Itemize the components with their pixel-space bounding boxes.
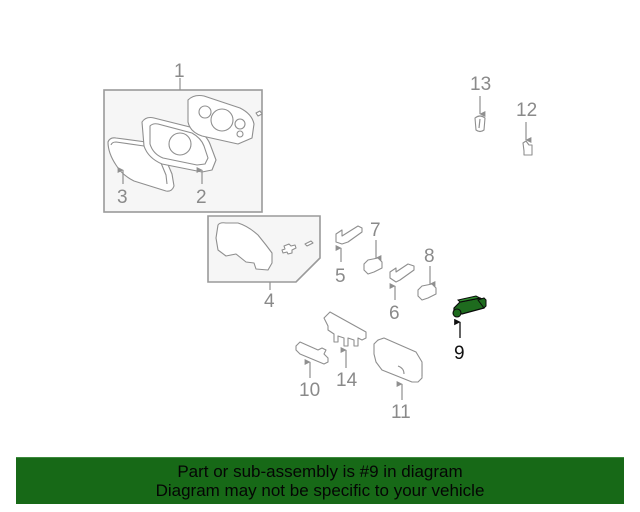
banner-line-part-number: Part or sub-assembly is #9 in diagram [177, 462, 463, 481]
callout-12[interactable]: 12 [516, 100, 537, 121]
cover-group: 4 [207, 215, 321, 312]
switch-part-7[interactable] [363, 240, 383, 275]
callout-10[interactable]: 10 [299, 380, 320, 401]
switch-part-6[interactable] [389, 263, 415, 300]
cluster-body[interactable] [187, 94, 263, 145]
callout-3[interactable]: 3 [117, 187, 128, 208]
cluster-assembly-group: 1 3 2 [103, 61, 263, 213]
banner-line-disclaimer: Diagram may not be specific to your vehi… [155, 481, 485, 500]
info-banner: Part or sub-assembly is #9 in diagram Di… [16, 457, 624, 504]
callout-5[interactable]: 5 [335, 266, 346, 287]
switch-holder-part-10[interactable] [295, 341, 329, 378]
switch-part-8[interactable] [417, 266, 437, 301]
callout-1[interactable]: 1 [174, 61, 185, 82]
socket-part-12[interactable] [522, 122, 533, 156]
callout-9[interactable]: 9 [454, 343, 465, 364]
callout-11[interactable]: 11 [391, 402, 411, 423]
callout-8[interactable]: 8 [424, 246, 435, 267]
callout-4[interactable]: 4 [264, 291, 275, 312]
callout-13[interactable]: 13 [470, 74, 491, 95]
bracket-part-14[interactable] [323, 311, 367, 368]
callout-2[interactable]: 2 [196, 187, 207, 208]
callout-14[interactable]: 14 [336, 370, 358, 391]
highlighted-part-9[interactable] [452, 295, 487, 338]
callout-7[interactable]: 7 [370, 220, 381, 241]
cover-part-4[interactable] [215, 222, 314, 271]
callout-6[interactable]: 6 [389, 303, 400, 324]
panel-part-11[interactable] [373, 337, 423, 400]
switch-part-5[interactable] [335, 225, 363, 262]
bulb-part-13[interactable] [474, 96, 486, 133]
